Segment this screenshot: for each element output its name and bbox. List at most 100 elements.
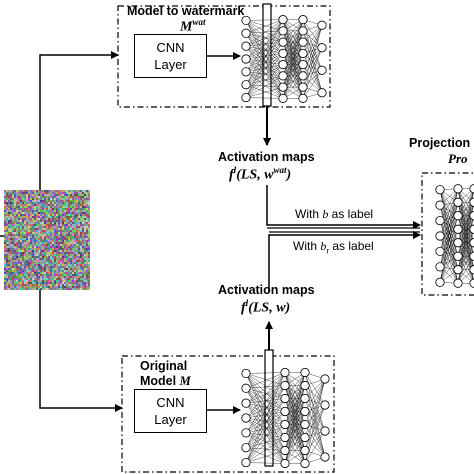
noise-pixel xyxy=(4,262,6,264)
noise-pixel xyxy=(70,256,72,258)
noise-pixel xyxy=(46,288,48,290)
noise-pixel xyxy=(86,266,88,268)
noise-pixel xyxy=(12,200,14,202)
noise-pixel xyxy=(58,260,60,262)
proj-net-edge xyxy=(439,229,459,283)
top-net-edge xyxy=(245,33,284,99)
bottom-net-edge xyxy=(245,373,286,464)
noise-pixel xyxy=(16,232,18,234)
noise-pixel xyxy=(58,250,60,252)
noise-pixel xyxy=(42,278,44,280)
noise-pixel xyxy=(24,218,26,220)
noise-pixel xyxy=(26,248,28,250)
noise-pixel xyxy=(14,258,16,260)
noise-pixel xyxy=(34,282,36,284)
noise-pixel xyxy=(42,280,44,282)
noise-pixel xyxy=(42,200,44,202)
noise-pixel xyxy=(66,240,68,242)
noise-pixel xyxy=(44,264,46,266)
noise-pixel xyxy=(80,276,82,278)
noise-pixel xyxy=(28,274,30,276)
noise-pixel xyxy=(16,208,18,210)
noise-pixel xyxy=(26,194,28,196)
noise-pixel xyxy=(16,194,18,196)
noise-pixel xyxy=(8,202,10,204)
noise-pixel xyxy=(76,196,78,198)
noise-pixel xyxy=(6,192,8,194)
noise-pixel xyxy=(16,244,18,246)
noise-pixel xyxy=(72,250,74,252)
noise-pixel xyxy=(18,280,20,282)
noise-pixel xyxy=(20,238,22,240)
bottom-net-edge xyxy=(245,372,286,404)
noise-pixel xyxy=(14,270,16,272)
noise-pixel xyxy=(24,214,26,216)
noise-pixel xyxy=(42,256,44,258)
noise-pixel xyxy=(68,206,70,208)
noise-pixel xyxy=(86,262,88,264)
noise-pixel xyxy=(34,204,36,206)
noise-pixel xyxy=(40,244,42,246)
noise-pixel xyxy=(60,212,62,214)
noise-pixel xyxy=(8,240,10,242)
noise-pixel xyxy=(66,258,68,260)
noise-pixel xyxy=(74,208,76,210)
noise-pixel xyxy=(70,232,72,234)
noise-pixel xyxy=(10,220,12,222)
noise-pixel xyxy=(70,260,72,262)
noise-pixel xyxy=(78,260,80,262)
noise-pixel xyxy=(42,222,44,224)
noise-pixel xyxy=(28,262,30,264)
noise-pixel xyxy=(74,262,76,264)
noise-pixel xyxy=(82,264,84,266)
noise-pixel xyxy=(26,256,28,258)
noise-pixel xyxy=(24,190,26,192)
noise-pixel xyxy=(86,222,88,224)
noise-pixel xyxy=(44,240,46,242)
noise-pixel xyxy=(42,194,44,196)
noise-pixel xyxy=(24,230,26,232)
noise-pixel xyxy=(84,270,86,272)
noise-pixel xyxy=(14,256,16,258)
noise-pixel xyxy=(80,212,82,214)
noise-pixel xyxy=(36,240,38,242)
noise-pixel xyxy=(18,246,20,248)
noise-pixel xyxy=(88,228,90,230)
noise-pixel xyxy=(84,206,86,208)
noise-pixel xyxy=(70,268,72,270)
noise-pixel xyxy=(24,204,26,206)
noise-pixel xyxy=(20,278,22,280)
noise-pixel xyxy=(50,254,52,256)
noise-pixel xyxy=(72,252,74,254)
noise-pixel xyxy=(40,258,42,260)
noise-pixel xyxy=(84,202,86,204)
noise-pixel xyxy=(46,254,48,256)
noise-pixel xyxy=(76,282,78,284)
noise-pixel xyxy=(58,240,60,242)
noise-pixel xyxy=(70,208,72,210)
top-net-edge xyxy=(245,20,284,43)
noise-pixel xyxy=(74,190,76,192)
noise-pixel xyxy=(74,226,76,228)
noise-pixel xyxy=(20,232,22,234)
noise-pixel xyxy=(28,220,30,222)
noise-pixel xyxy=(78,248,80,250)
activation-bottom-func: f xyxy=(241,300,246,316)
noise-pixel xyxy=(80,218,82,220)
bottom-net-neuron xyxy=(241,368,251,379)
noise-pixel xyxy=(48,254,50,256)
noise-pixel xyxy=(32,286,34,288)
noise-pixel xyxy=(46,202,48,204)
noise-pixel xyxy=(40,214,42,216)
noise-pixel xyxy=(74,216,76,218)
noise-pixel xyxy=(6,260,8,262)
noise-pixel xyxy=(54,224,56,226)
noise-pixel xyxy=(28,268,30,270)
noise-pixel xyxy=(22,262,24,264)
noise-pixel xyxy=(58,238,60,240)
noise-pixel xyxy=(80,242,82,244)
noise-pixel xyxy=(78,286,80,288)
noise-pixel xyxy=(68,264,70,266)
noise-pixel xyxy=(54,276,56,278)
noise-pixel xyxy=(34,254,36,256)
